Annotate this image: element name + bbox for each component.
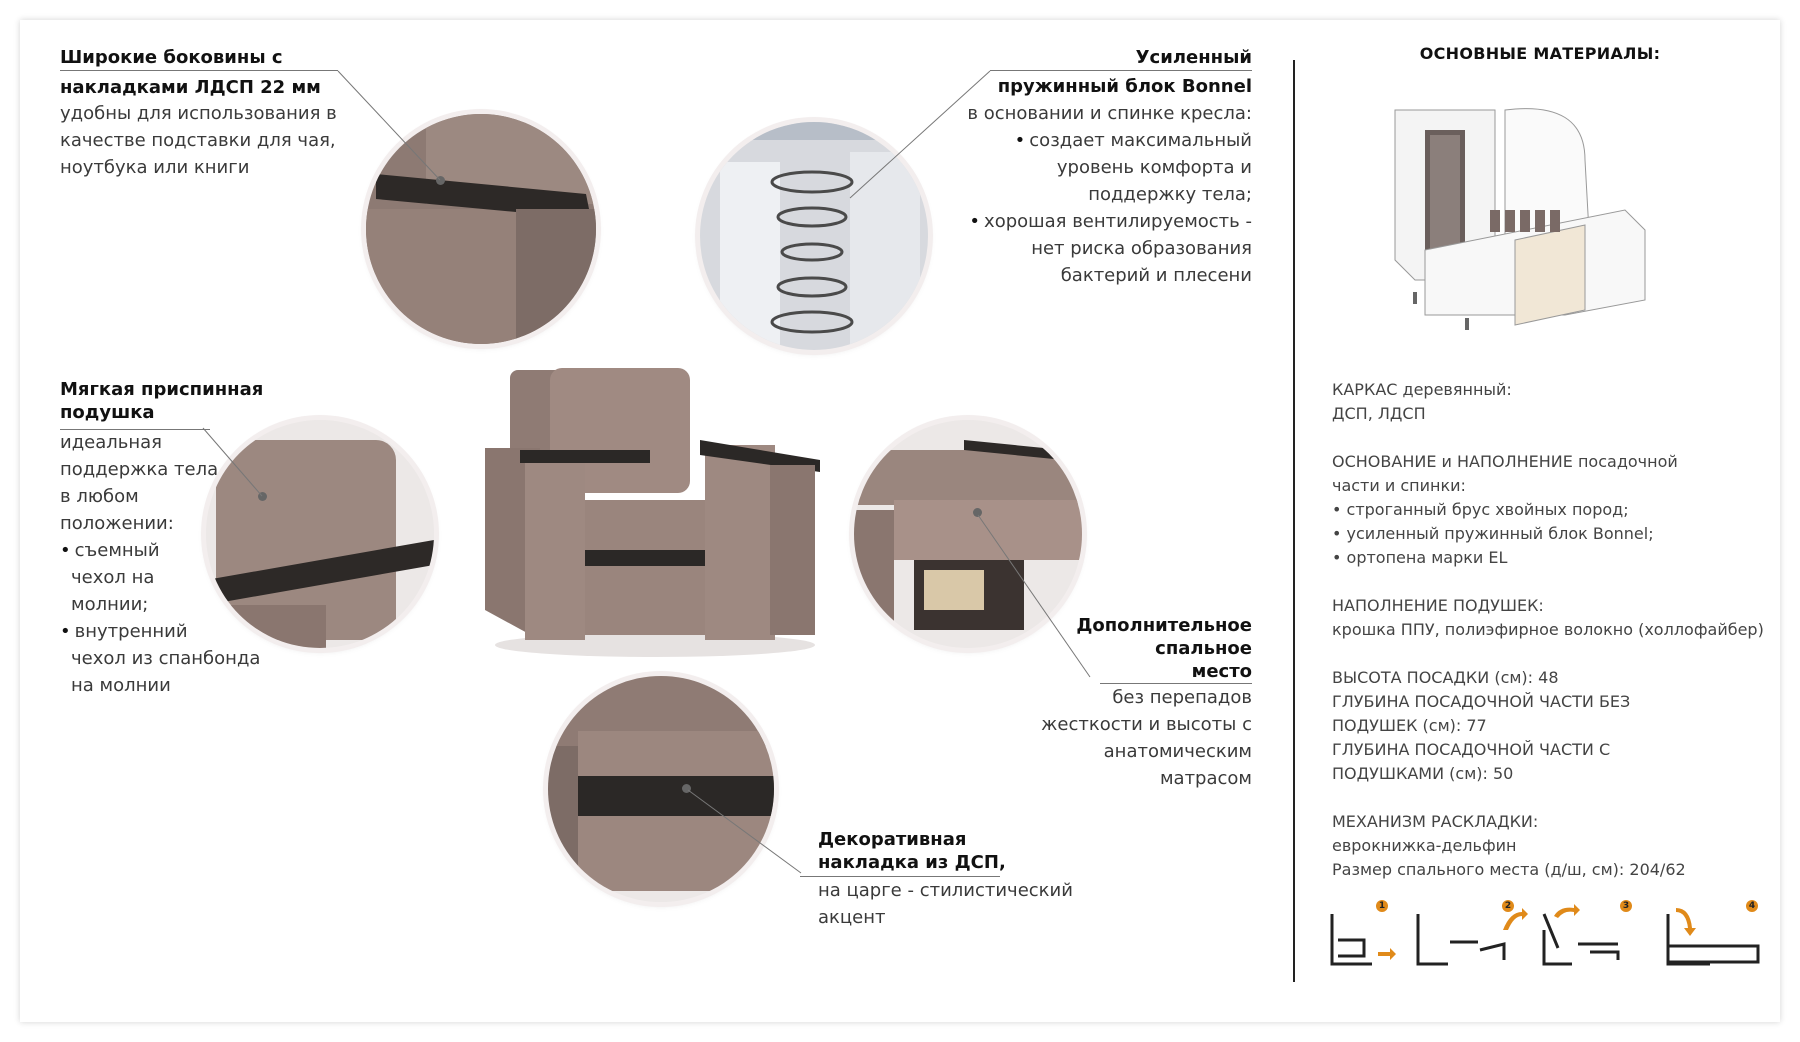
spring-title-1: Усиленный <box>1135 47 1252 68</box>
materials-line-7: • усиленный пружинный блок Bonnel; <box>1332 524 1654 543</box>
materials-line-20: еврокнижка-дельфин <box>1332 836 1517 855</box>
cushion-leader-line <box>202 427 263 497</box>
cushion-title-1: Мягкая приспинная <box>60 379 264 400</box>
armrest-marker <box>436 176 445 185</box>
spring-bullet-2-cont-b: бактерий и плесени <box>1060 265 1252 286</box>
armrest-underline <box>60 70 338 71</box>
spring-bullet-1-cont-b: поддержку тела; <box>1088 184 1252 205</box>
materials-line-14: ГЛУБИНА ПОСАДОЧНОЙ ЧАСТИ БЕЗ <box>1332 692 1631 711</box>
sleeping-desc-4: матрасом <box>1159 768 1252 789</box>
armrest-desc-3: ноутбука или книги <box>60 157 250 178</box>
spring-bullet-2-cont-a: нет риска образования <box>1031 238 1252 259</box>
sleeping-title-1: Дополнительное <box>1076 615 1252 636</box>
column-divider <box>1293 60 1295 982</box>
materials-line-2: ДСП, ЛДСП <box>1332 404 1426 423</box>
armrest-title-1: Широкие боковины с <box>60 47 283 68</box>
materials-line-11: крошка ППУ, полиэфирное волокно (холлофа… <box>1332 620 1764 639</box>
materials-line-13: ВЫСОТА ПОСАДКИ (см): 48 <box>1332 668 1559 687</box>
sleeping-desc-3: анатомическим <box>1103 741 1252 762</box>
step-badge-2: 2 <box>1502 900 1514 912</box>
armrest-leader-line <box>337 70 441 181</box>
decor-marker <box>682 784 691 793</box>
sleeping-title-2: спальное <box>1155 638 1252 659</box>
cushion-bullet-1: съемный <box>60 537 160 564</box>
cushion-desc-4: положении: <box>60 513 174 534</box>
cushion-bullet-1-cont-b: молнии; <box>71 594 149 615</box>
materials-title: ОСНОВНЫЕ МАТЕРИАЛЫ: <box>1419 44 1661 63</box>
cushion-bullet-2: внутренний <box>60 618 188 645</box>
materials-line-21: Размер спального места (д/ш, см): 204/62 <box>1332 860 1686 879</box>
spring-underline <box>990 70 1252 71</box>
decor-underline <box>800 876 1000 877</box>
materials-line-19: МЕХАНИЗМ РАСКЛАДКИ: <box>1332 812 1539 831</box>
spring-title-2: пружинный блок Bonnel <box>997 76 1252 97</box>
decor-title-1: Декоративная <box>818 829 967 850</box>
decor-desc-2: акцент <box>818 907 886 928</box>
mechanism-steps: 1 2 3 4 <box>1328 900 1778 970</box>
materials-line-1: КАРКАС деревянный: <box>1332 380 1512 399</box>
materials-line-16: ГЛУБИНА ПОСАДОЧНОЙ ЧАСТИ С <box>1332 740 1611 759</box>
armrest-title-2: накладками ЛДСП 22 мм <box>60 77 321 98</box>
cushion-desc-2: поддержка тела <box>60 459 219 480</box>
spring-leader-line <box>849 70 991 199</box>
cushion-detail-photo <box>206 420 434 648</box>
cushion-marker <box>258 492 267 501</box>
spring-bullet-1-cont-a: уровень комфорта и <box>1056 157 1252 178</box>
armchair-main-photo <box>480 360 830 660</box>
step-badge-4: 4 <box>1746 900 1758 912</box>
cushion-underline <box>60 429 210 430</box>
sleeping-title-3: место <box>1191 661 1252 682</box>
decor-leader-line <box>687 789 802 874</box>
step-badge-3: 3 <box>1620 900 1632 912</box>
sleeping-desc-1: без перепадов <box>1112 687 1252 708</box>
materials-line-8: • ортопена марки EL <box>1332 548 1508 567</box>
spring-desc-1: в основании и спинке кресла: <box>967 103 1252 124</box>
materials-line-4: ОСНОВАНИЕ и НАПОЛНЕНИЕ посадочной <box>1332 452 1678 471</box>
materials-line-17: ПОДУШКАМИ (см): 50 <box>1332 764 1514 783</box>
cushion-desc-3: в любом <box>60 486 139 507</box>
frame-cutaway-illustration <box>1385 100 1655 344</box>
cushion-bullet-2-cont-b: на молнии <box>71 675 171 696</box>
sleeping-underline <box>1100 683 1252 684</box>
decor-title-2: накладка из ДСП, <box>818 852 1006 873</box>
materials-line-6: • строганный брус хвойных пород; <box>1332 500 1629 519</box>
materials-line-15: ПОДУШЕК (см): 77 <box>1332 716 1487 735</box>
materials-line-10: НАПОЛНЕНИЕ ПОДУШЕК: <box>1332 596 1544 615</box>
spring-bullet-2: хорошая вентилируемость - <box>900 208 1252 235</box>
decor-desc-1: на царге - стилистический <box>818 880 1073 901</box>
spring-bullet-1: создает максимальный <box>900 127 1252 154</box>
armrest-desc-2: качестве подставки для чая, <box>60 130 336 151</box>
cushion-bullet-1-cont-a: чехол на <box>71 567 155 588</box>
cushion-bullet-2-cont-a: чехол из спанбонда <box>71 648 261 669</box>
sleeping-desc-2: жесткости и высоты с <box>1041 714 1252 735</box>
sleeping-leader-line <box>977 514 1091 678</box>
step-badge-1: 1 <box>1376 900 1388 912</box>
armrest-desc-1: удобны для использования в <box>60 103 337 124</box>
materials-line-5: части и спинки: <box>1332 476 1466 495</box>
cushion-desc-1: идеальная <box>60 432 162 453</box>
sleeping-marker <box>973 508 982 517</box>
cushion-title-2: подушка <box>60 402 155 423</box>
